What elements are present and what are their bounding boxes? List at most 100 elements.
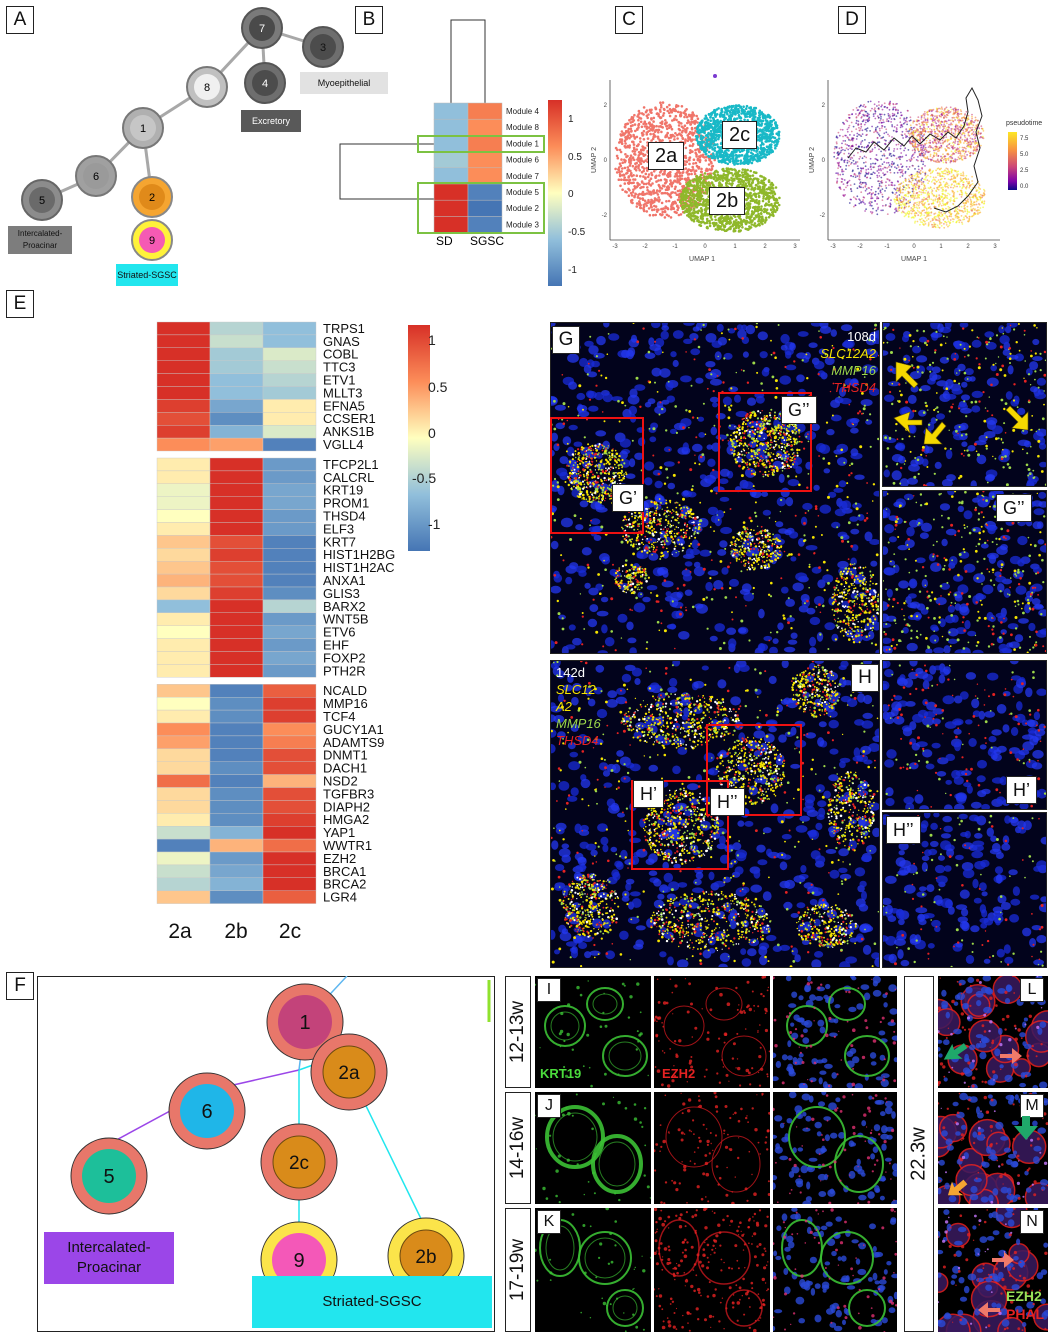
svg-text:-2: -2 [602, 213, 608, 219]
e-cell [209, 638, 264, 652]
e-cell [156, 638, 211, 652]
h-prime-side-label: H’ [1006, 776, 1037, 804]
b-module-label: Module 4 [506, 107, 539, 116]
age-108d: 108d [847, 329, 876, 344]
stain-phal-ln: PHAL [1006, 1306, 1045, 1322]
gene-label: GLIS3 [323, 586, 360, 601]
e-cell [262, 638, 317, 652]
e-cell [156, 625, 211, 639]
gene-label: TTC3 [323, 360, 356, 375]
svg-text:2: 2 [604, 103, 608, 109]
f-node-2a: 2a [310, 1033, 388, 1111]
e-cell [209, 522, 264, 536]
label-intercalated-f: Intercalated- Proacinar [44, 1232, 174, 1284]
node-3: 3 [302, 26, 344, 68]
svg-text:SD: SD [436, 234, 453, 248]
gene-label: GUCY1A1 [323, 722, 384, 737]
marker-thsd4-h: THSD4 [556, 733, 599, 748]
label-striated-a: Striated-SGSC [116, 264, 178, 286]
gene-label: HIST1H2AC [323, 560, 395, 575]
e-cell [262, 800, 317, 814]
panel-label-a: A [6, 6, 34, 34]
e-cell [156, 386, 211, 400]
e-cell [262, 877, 317, 891]
h-double-prime-box [706, 724, 802, 816]
svg-text:2: 2 [149, 192, 155, 204]
cluster-2b-label: 2b [709, 187, 746, 215]
e-cell [156, 787, 211, 801]
e-cell [262, 496, 317, 510]
gene-label: PTH2R [323, 663, 366, 678]
e-cell [156, 735, 211, 749]
e-cell [156, 483, 211, 497]
e-cell [156, 838, 211, 853]
e-cell [209, 800, 264, 814]
b-cell [433, 151, 469, 169]
e-cell [262, 360, 317, 374]
panel-f-frame [37, 976, 495, 1332]
gene-label: VGLL4 [323, 437, 363, 452]
e-cell [209, 321, 264, 336]
svg-text:-1: -1 [672, 244, 678, 250]
gene-label: NCALD [323, 683, 367, 698]
svg-text:-0.5: -0.5 [568, 227, 586, 238]
gene-label: FOXP2 [323, 650, 366, 665]
gene-label: HMGA2 [323, 812, 369, 827]
panel-label-e: E [6, 290, 34, 318]
age-label-ln: 22.3w [904, 976, 934, 1332]
gene-label: PROM1 [323, 496, 369, 511]
e-cell [262, 851, 317, 866]
e-cell [262, 890, 317, 904]
g-prime-label: G’ [612, 484, 644, 512]
panel-label-f: F [6, 972, 34, 1000]
e-cell [209, 347, 264, 361]
e-cell [156, 813, 211, 827]
e-cell [209, 424, 264, 439]
e-cell [209, 864, 264, 879]
e-cell [209, 774, 264, 788]
i-krt19 [535, 976, 651, 1088]
e-cell [209, 684, 264, 698]
gene-label: ANXA1 [323, 573, 366, 588]
svg-text:2: 2 [763, 244, 767, 250]
pink-arrow-n [992, 1252, 1014, 1268]
b-cell [433, 118, 469, 136]
e-cell [262, 412, 317, 426]
gene-label: GNAS [323, 334, 360, 349]
orange-arrow-m [947, 1179, 968, 1196]
f-node-2c: 2c [260, 1123, 338, 1201]
gene-label: ELF3 [323, 521, 354, 536]
b-module-label: Module 3 [506, 220, 539, 229]
gene-label: KRT19 [323, 483, 363, 498]
pink-arrow-l [1000, 1048, 1022, 1064]
f-node-5: 5 [70, 1137, 148, 1215]
cluster-2a-label: 2a [648, 142, 685, 170]
gene-label: EHF [323, 638, 349, 653]
e-cell [262, 321, 317, 336]
e-cell [156, 864, 211, 879]
gene-label: EFNA5 [323, 398, 365, 413]
j-ezh2 [654, 1092, 770, 1204]
gene-label: YAP1 [323, 825, 355, 840]
green-arrow-m [1014, 1116, 1038, 1140]
gene-label: KRT7 [323, 534, 356, 549]
e-cell [262, 625, 317, 639]
svg-text:9: 9 [149, 235, 155, 247]
svg-text:UMAP 2: UMAP 2 [591, 147, 598, 173]
svg-text:1: 1 [733, 244, 737, 250]
b-module-label: Module 1 [506, 139, 539, 148]
e-cell [262, 573, 317, 588]
cluster-2c-label: 2c [722, 121, 758, 149]
e-cell [156, 851, 211, 866]
panel-a-lineage-tree: 7 3 8 4 1 6 5 2 9 [21, 7, 344, 261]
svg-text:3: 3 [320, 42, 326, 54]
e-cell [262, 787, 317, 801]
node-1: 1 [122, 107, 164, 149]
panel-label-d: D [838, 6, 866, 34]
e-cell [209, 412, 264, 426]
e-cell [209, 826, 264, 840]
e-cell [156, 612, 211, 626]
gene-label: ADAMTS9 [323, 735, 384, 750]
node-8: 8 [186, 66, 228, 108]
svg-text:5: 5 [39, 195, 45, 207]
